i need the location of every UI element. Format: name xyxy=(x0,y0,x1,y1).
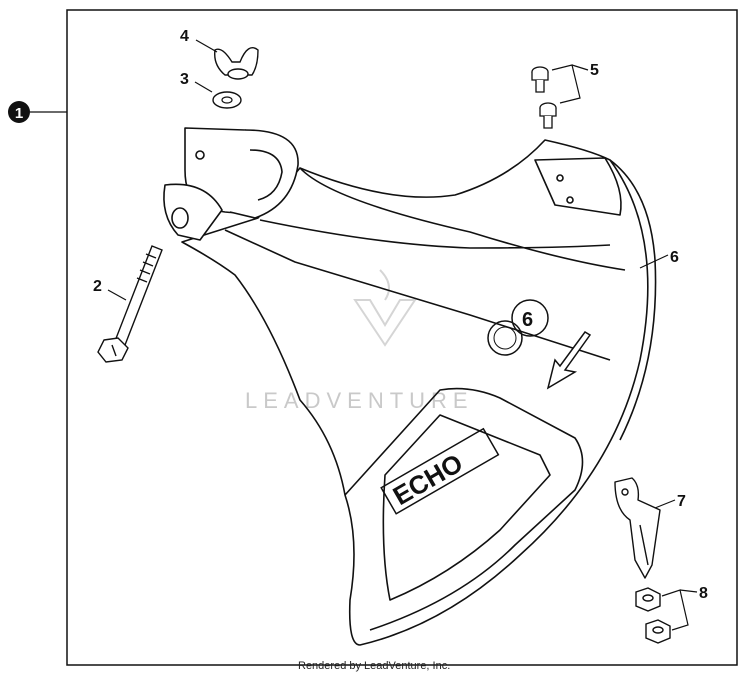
callout-6[interactable]: 6 xyxy=(670,249,679,266)
nut-icon xyxy=(635,587,671,644)
rotation-arrow-icon xyxy=(546,331,592,390)
svg-text:6: 6 xyxy=(522,309,533,331)
callout-7[interactable]: 7 xyxy=(677,493,686,510)
assembly-callout[interactable]: 1 xyxy=(8,101,67,123)
bolt-icon xyxy=(97,245,163,363)
callout-2[interactable]: 2 xyxy=(93,278,102,295)
washer-icon xyxy=(212,91,242,109)
callout-5[interactable]: 5 xyxy=(590,62,599,79)
callout-3[interactable]: 3 xyxy=(180,71,189,88)
screw-icon xyxy=(531,66,557,129)
diagram-frame xyxy=(66,9,738,666)
mount-bracket xyxy=(163,127,299,241)
assembly-callout-number: 1 xyxy=(15,105,23,122)
brand-logo-text: ECHO xyxy=(388,448,468,512)
bracket-icon xyxy=(614,477,661,579)
wing-nut-icon xyxy=(214,47,259,80)
callout-8[interactable]: 8 xyxy=(699,585,708,602)
trimmer-guard xyxy=(181,139,657,646)
guard-decals: 6 xyxy=(487,299,549,356)
render-credit: Rendered by LeadVenture, Inc. xyxy=(298,660,450,672)
brand-logo: ECHO xyxy=(380,427,500,515)
callout-4[interactable]: 4 xyxy=(180,28,189,45)
